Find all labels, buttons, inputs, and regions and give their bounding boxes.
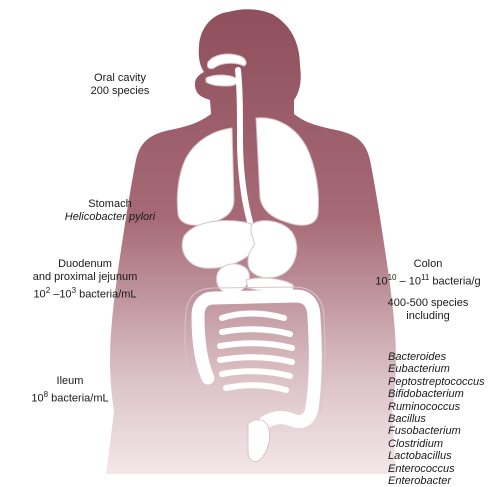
colon-outline [184, 286, 326, 413]
duodenum-base: 10 [33, 288, 46, 301]
ileum-unit: bacteria/mL [48, 392, 109, 405]
colon-dash: – 10 [396, 275, 421, 288]
colon-exp1: 10 [387, 273, 397, 282]
colon-unit: bacteria/g [429, 275, 481, 288]
ileum-exp: 8 [43, 390, 49, 399]
species-item: Enterococcus [388, 462, 455, 475]
ileum-name: Ileum [56, 375, 84, 387]
left-lung [176, 127, 235, 226]
species-item: Bacteroides [388, 351, 447, 363]
ileum-count: 108 bacteria/mL [10, 388, 130, 406]
rectum [247, 419, 271, 463]
species-item: Ruminococcus [388, 400, 461, 413]
colon-base: 10 [375, 275, 388, 288]
species-item: Enterobacter [388, 475, 451, 487]
colon-label: Colon 1010 – 1011 bacteria/g 400-500 spe… [362, 258, 494, 323]
small-intestine [217, 310, 295, 393]
colon-including: including [406, 309, 450, 322]
stomach [247, 220, 298, 279]
duodenum-exp1: 2 [45, 286, 51, 295]
colon [191, 289, 322, 439]
oral-cavity-label: Oral cavity 200 species [50, 72, 190, 98]
stomach-organism: Helicobacter pylori [64, 211, 156, 223]
right-lung [255, 117, 319, 226]
species-item: Eubacterium [388, 363, 450, 376]
colon-name: Colon [413, 258, 443, 270]
oral-cavity-detail: 200 species [90, 85, 150, 97]
oral-cavity-name: Oral cavity [94, 72, 146, 84]
stomach-name: Stomach [88, 198, 132, 210]
duodenum-unit: bacteria/mL [76, 288, 137, 301]
species-item: Clostridium [388, 437, 444, 450]
colon-species-count: 400-500 species [387, 296, 469, 309]
ileum-base: 10 [31, 392, 44, 405]
species-item: Bacillus [388, 413, 426, 426]
colon-species-list: Bacteroides Eubacterium Peptostreptococc… [388, 351, 485, 487]
duodenum-exp2: 3 [71, 286, 77, 295]
duodenum-line1: Duodenum [58, 258, 112, 270]
duodenum-dash: –10 [50, 288, 72, 301]
duodenum [216, 263, 250, 294]
duodenum-label: Duodenum and proximal jejunum 102 –103 b… [10, 258, 160, 302]
nasal-passage [207, 53, 247, 70]
species-item: Bifidobacterium [388, 388, 464, 401]
oral-cavity [205, 74, 239, 87]
colon-count: 1010 – 1011 bacteria/g [362, 271, 494, 289]
species-item: Fusobacterium [388, 425, 461, 438]
ileum-label: Ileum 108 bacteria/mL [10, 375, 130, 406]
anatomy-figure [106, 9, 396, 474]
species-item: Lactobacillus [388, 450, 452, 463]
duodenum-count: 102 –103 bacteria/mL [10, 284, 160, 302]
esophagus [235, 67, 253, 225]
duodenum-line2: and proximal jejunum [32, 271, 138, 283]
stomach-label: Stomach Helicobacter pylori [30, 198, 190, 224]
species-item: Peptostreptococcus [388, 375, 485, 388]
colon-exp2: 11 [420, 273, 430, 282]
